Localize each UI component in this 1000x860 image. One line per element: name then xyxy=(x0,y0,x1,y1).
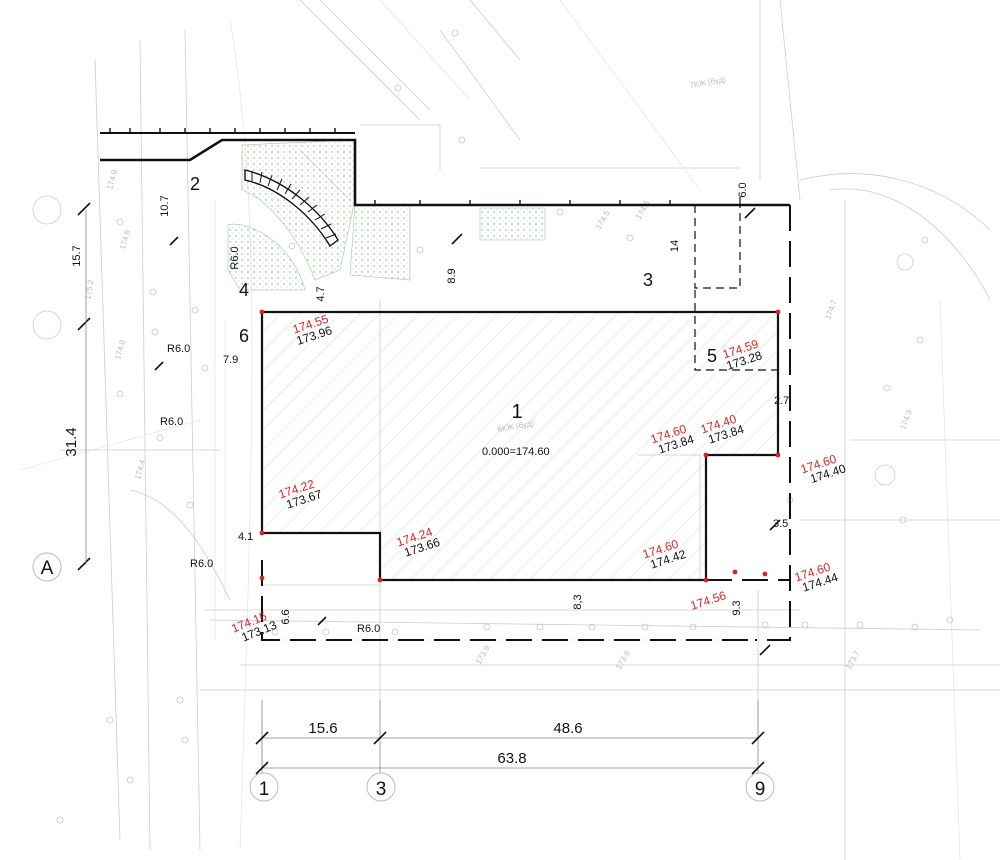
dimension-3-5: 3.5 xyxy=(773,518,788,530)
zone-4-label: 4 xyxy=(239,280,249,300)
radius-label-1: R6.0 xyxy=(229,246,241,269)
dimension-4-7: 4.7 xyxy=(315,286,327,301)
dimension-15-7: 15.7 xyxy=(71,245,83,266)
radius-label-2: R6.0 xyxy=(167,343,190,355)
elevation-label-9: 174.56 xyxy=(689,588,729,613)
svg-text:174.9: 174.9 xyxy=(105,168,119,190)
dimension-31-4: 31.4 xyxy=(63,427,80,456)
svg-text:174.6: 174.6 xyxy=(634,199,652,221)
svg-text:174.7: 174.7 xyxy=(823,298,838,320)
corner-markers xyxy=(259,309,781,583)
dimension-48-6: 48.6 xyxy=(553,720,582,737)
svg-text:173.8: 173.8 xyxy=(614,649,632,671)
svg-text:174.8: 174.8 xyxy=(113,338,127,360)
svg-text:174.5: 174.5 xyxy=(594,209,612,231)
zone-6-label: 6 xyxy=(239,326,249,346)
grid-axis-3-label: 3 xyxy=(376,779,387,800)
background-context-lines xyxy=(19,0,1000,860)
site-point-markers xyxy=(56,29,954,824)
zone-2-label: 2 xyxy=(190,174,200,194)
dimension-10-7: 10.7 xyxy=(159,195,171,216)
grid-axis-1-label: 1 xyxy=(259,779,270,800)
radius-label-3: R6.0 xyxy=(160,416,183,428)
svg-text:174.3: 174.3 xyxy=(898,408,913,430)
dimension-7-9: 7.9 xyxy=(223,354,238,366)
grid-axis-9-label: 9 xyxy=(755,779,766,800)
grid-axis-A-label: A xyxy=(41,558,54,579)
grid-axis-9: 9 xyxy=(745,772,775,802)
zone-5-label: 5 xyxy=(707,346,717,366)
curved-stair xyxy=(244,169,339,248)
retaining-wall xyxy=(100,128,790,207)
bottom-dimension-lines xyxy=(255,700,765,775)
grid-axis-3: 3 xyxy=(366,772,396,802)
neighbor-building-label: 7КЖ (буд) xyxy=(689,75,727,90)
dimension-2-7: 2.7 xyxy=(774,395,789,407)
elevation-label-5: 174.60 174.40 xyxy=(799,452,848,486)
dimension-14: 14 xyxy=(669,240,681,252)
zone-3-label: 3 xyxy=(643,270,653,290)
svg-text:173.7: 173.7 xyxy=(844,649,862,671)
elevation-design: 174.56 xyxy=(689,588,729,613)
svg-text:173.9: 173.9 xyxy=(474,644,492,666)
elevation-label-1: 174.55 173.96 xyxy=(291,312,334,348)
dimension-6-0: 6.0 xyxy=(737,182,749,197)
grid-axis-A: A xyxy=(32,552,62,582)
dimension-63-8: 63.8 xyxy=(497,750,526,767)
radius-label-4: R6.0 xyxy=(190,558,213,570)
elevation-label-10: 174.60 174.44 xyxy=(793,560,840,595)
svg-text:174.6: 174.6 xyxy=(118,228,132,250)
dimension-9-3: 9.3 xyxy=(731,600,743,615)
radius-label-5: R6.0 xyxy=(357,623,380,635)
dimension-8-3: 8,3 xyxy=(572,594,584,609)
planted-areas xyxy=(227,139,546,291)
site-boundary-dashed xyxy=(261,196,791,641)
grid-axis-1: 1 xyxy=(249,772,279,802)
dimension-6-6: 6.6 xyxy=(280,609,292,624)
dimension-15-6: 15.6 xyxy=(308,720,337,737)
zone-1-label: 1 xyxy=(511,401,522,423)
dimension-8-9: 8.9 xyxy=(446,268,458,283)
svg-text:175.2: 175.2 xyxy=(83,279,95,301)
zero-level-label: 0.000=174.60 xyxy=(482,446,550,458)
misc-dimension-ticks xyxy=(77,202,781,656)
dimension-4-1: 4.1 xyxy=(238,531,253,543)
